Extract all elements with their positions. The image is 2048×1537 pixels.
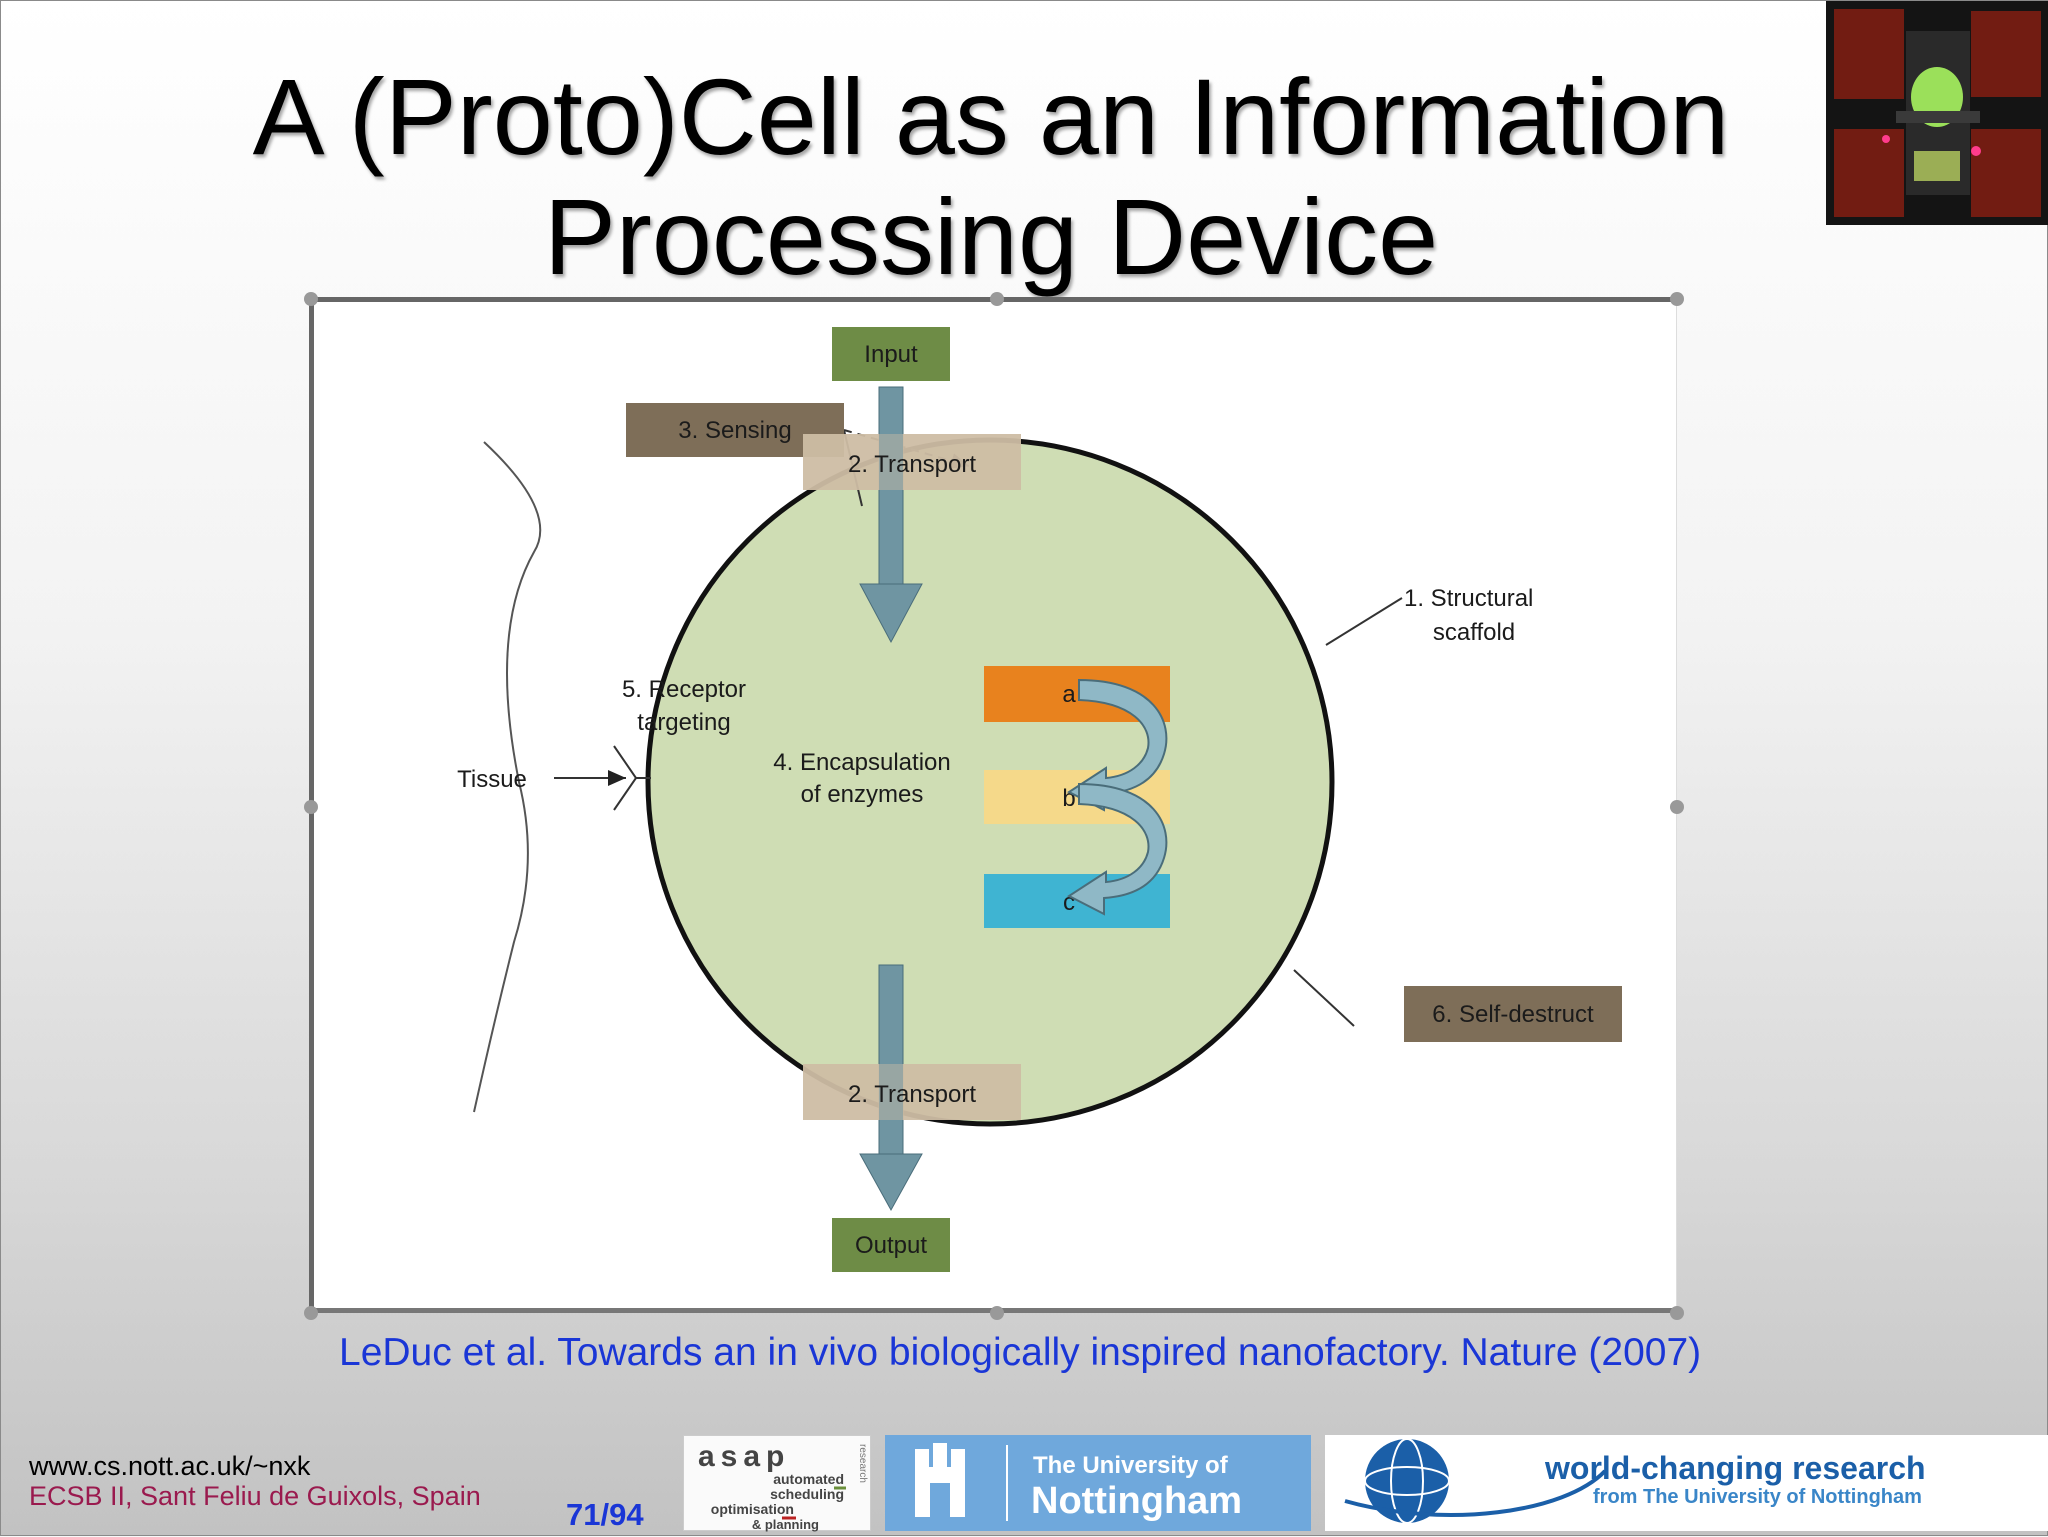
svg-text:asap: asap — [698, 1440, 790, 1473]
svg-text:automated: automated — [773, 1471, 844, 1487]
svg-text:world-changing research: world-changing research — [1544, 1450, 1926, 1486]
resize-handle-bottom-left[interactable] — [304, 1306, 318, 1320]
resize-handle-middle-right[interactable] — [1670, 800, 1684, 814]
footer-url: www.cs.nott.ac.uk/~nxk — [29, 1451, 311, 1481]
page-number: 71/94 — [566, 1497, 644, 1532]
encapsulation-label-line2: of enzymes — [801, 781, 924, 808]
slide-title-line-2: Processing Device — [543, 176, 1439, 297]
tissue-label: Tissue — [457, 766, 527, 793]
resize-handle-top-right[interactable] — [1670, 292, 1684, 306]
svg-text:from The University of Notting: from The University of Nottingham — [1593, 1486, 1922, 1508]
tissue-boundary-curve — [473, 441, 542, 1113]
footer-venue: ECSB II, Sant Feliu de Guixols, Spain — [29, 1481, 481, 1511]
scaffold-label-line1: 1. Structural — [1404, 585, 1533, 612]
receptor-label-line2: targeting — [637, 709, 730, 736]
svg-text:Nottingham: Nottingham — [1031, 1480, 1242, 1522]
resize-handle-top-middle[interactable] — [990, 292, 1004, 306]
thumbnail-image — [1826, 1, 2048, 225]
resize-handle-top-left[interactable] — [304, 292, 318, 306]
svg-text:& planning: & planning — [752, 1517, 819, 1532]
asap-logo: asap research automated scheduling optim… — [683, 1435, 871, 1532]
svg-text:research: research — [857, 1444, 868, 1483]
svg-text:The University of: The University of — [1033, 1452, 1229, 1479]
resize-handle-bottom-right[interactable] — [1670, 1306, 1684, 1320]
world-changing-research-logo: world-changing research from The Univers… — [1325, 1435, 2048, 1531]
enzyme-a-label: a — [1062, 681, 1076, 708]
output-label: Output — [855, 1232, 927, 1259]
output-box — [832, 1218, 950, 1272]
svg-text:optimisation: optimisation — [711, 1501, 794, 1517]
input-box — [832, 327, 950, 381]
sensing-label: 3. Sensing — [678, 417, 791, 444]
transport-top-box — [803, 434, 1021, 490]
transport-bottom-label: 2. Transport — [848, 1081, 976, 1108]
scaffold-label-line2: scaffold — [1433, 619, 1515, 646]
protocell-figure: Input Output 3. Sensing 2. Transport 2. … — [309, 297, 1677, 1313]
receptor-label-line1: 5. Receptor — [622, 676, 746, 703]
self-destruct-box — [1404, 986, 1622, 1042]
resize-handle-bottom-middle[interactable] — [990, 1306, 1004, 1320]
slide-title-line-1: A (Proto)Cell as an Information — [252, 56, 1730, 177]
input-label: Input — [864, 341, 918, 368]
transport-top-label: 2. Transport — [848, 451, 976, 478]
enzyme-b-to-c-arrow — [1067, 782, 1168, 916]
citation-text: LeDuc et al. Towards an in vivo biologic… — [339, 1331, 1702, 1374]
nottingham-logo: The University of Nottingham — [885, 1435, 1311, 1531]
svg-text:scheduling: scheduling — [770, 1486, 844, 1502]
resize-handle-middle-left[interactable] — [304, 800, 318, 814]
self-destruct-label: 6. Self-destruct — [1432, 1001, 1594, 1028]
transport-bottom-box — [803, 1064, 1021, 1120]
encapsulation-label-line1: 4. Encapsulation — [773, 749, 950, 776]
